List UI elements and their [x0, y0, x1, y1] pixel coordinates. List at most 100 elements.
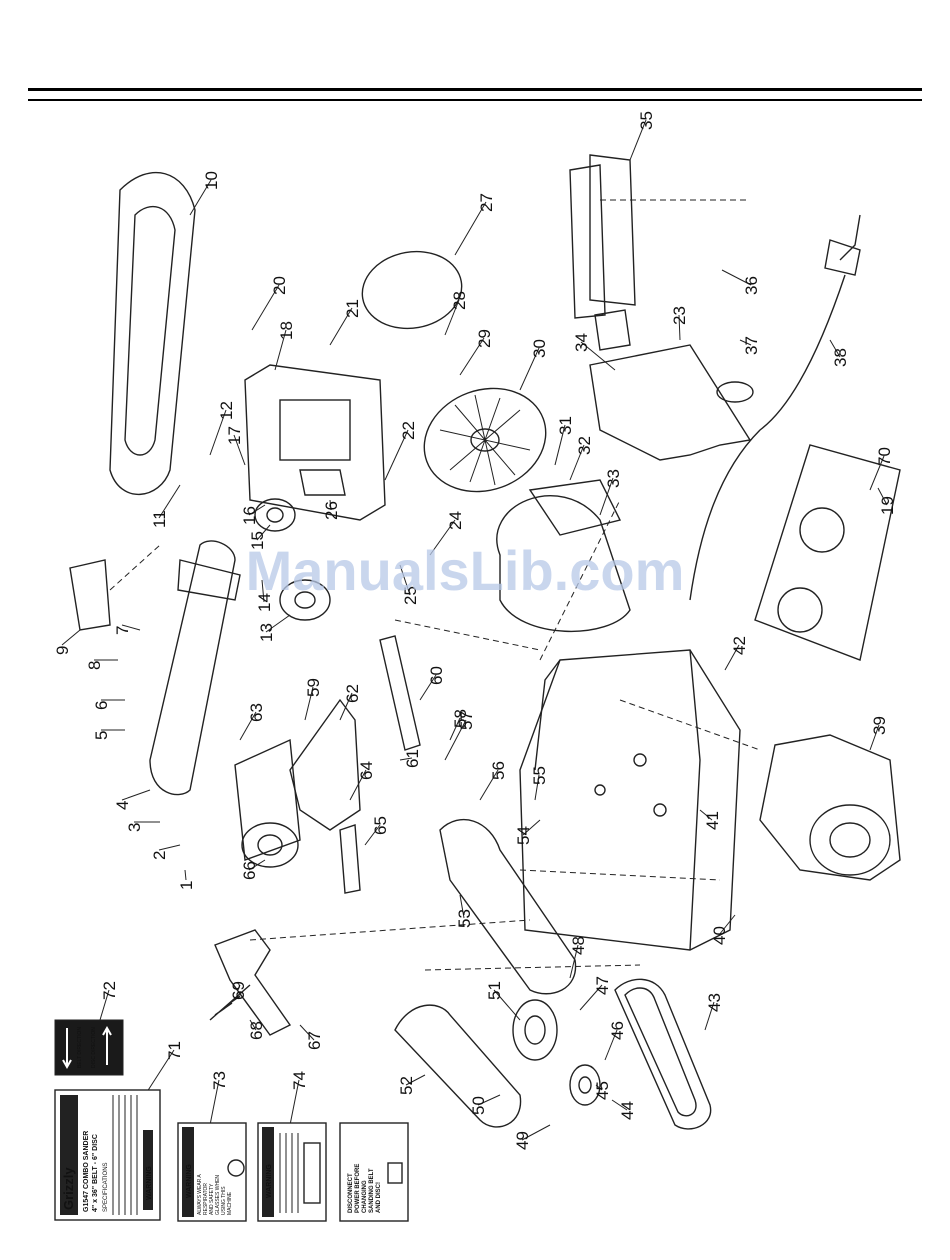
callout-74: 74	[290, 1071, 309, 1090]
part-52-drum-cover	[394, 1004, 522, 1128]
callout-leader-42	[724, 644, 740, 671]
decal-72-respirator: WARNING ALWAYS WEAR A RESPIRATOR AND SAF…	[177, 1122, 247, 1222]
callout-33: 33	[604, 469, 623, 488]
callout-leader-12	[209, 409, 227, 456]
callout-leader-74	[289, 1079, 300, 1126]
callout-leader-9	[61, 629, 81, 646]
part-39-motor	[759, 734, 901, 881]
callout-leader-43	[704, 1001, 715, 1031]
callout-leader-17	[233, 434, 246, 466]
decal-71-direction: BELT DIRECTION DISC DIRECTION	[54, 1019, 124, 1076]
decal-73-heading: WARNING	[266, 1164, 273, 1198]
callout-40: 40	[710, 926, 729, 945]
callout-59: 59	[304, 678, 323, 697]
callout-leader-48	[569, 944, 579, 979]
decal-74-line5: AND DISC!	[376, 1182, 382, 1213]
callout-leader-23	[678, 314, 681, 341]
header-rule-thin	[28, 99, 922, 101]
part-51-pulley	[512, 999, 558, 1061]
part-46-pulley	[569, 1064, 601, 1106]
callout-26: 26	[322, 501, 341, 520]
callout-62: 62	[343, 684, 362, 703]
callout-leader-4	[121, 789, 151, 801]
callout-leader-16	[248, 504, 266, 516]
callout-30: 30	[530, 339, 549, 358]
callout-19: 19	[878, 496, 897, 515]
decal-70-specs: SPECIFICATIONS	[103, 1162, 109, 1212]
part-10-sanding-belt	[109, 171, 196, 496]
decal-72-line6: MACHINE	[227, 1191, 233, 1215]
decal-72-line4: GLASSES WHEN	[215, 1175, 221, 1215]
callout-22: 22	[399, 421, 418, 440]
callout-1: 1	[177, 881, 196, 890]
callout-leader-27	[454, 201, 487, 256]
callout-leader-7	[121, 624, 141, 631]
callout-6: 6	[92, 701, 111, 710]
callout-36: 36	[742, 276, 761, 295]
decal-70-warning: WARNING	[146, 1166, 153, 1200]
decal-72-line2: RESPIRATOR	[203, 1183, 209, 1215]
callout-leader-22	[384, 429, 409, 481]
callout-leader-35	[629, 119, 647, 161]
callout-3: 3	[125, 823, 144, 832]
callout-leader-32	[569, 444, 585, 481]
callout-leader-49	[521, 1124, 551, 1141]
decal-72-line5: USING THIS	[221, 1186, 227, 1215]
callout-leader-47	[579, 984, 603, 1011]
callout-leader-40	[718, 914, 736, 936]
callout-leader-26	[329, 499, 332, 511]
part-30-disc-plate	[423, 387, 547, 493]
callout-53: 53	[455, 909, 474, 928]
callout-20: 20	[270, 276, 289, 295]
callout-leader-59	[304, 686, 314, 721]
callout-15: 15	[248, 531, 267, 550]
callout-leader-34	[580, 341, 616, 371]
callout-69: 69	[229, 981, 248, 1000]
decal-74-line1: DISCONNECT	[348, 1173, 354, 1213]
callout-32: 32	[575, 436, 594, 455]
callout-leader-30	[519, 347, 540, 391]
callout-leader-53	[459, 894, 465, 919]
callout-leader-45	[595, 1084, 603, 1091]
callout-leader-39	[869, 724, 880, 751]
plug-icon	[387, 1162, 403, 1184]
callout-34: 34	[572, 333, 591, 352]
callout-leader-24	[429, 519, 456, 556]
callout-leader-65	[364, 824, 381, 846]
assembly-lines	[109, 199, 761, 971]
callout-60: 60	[427, 666, 446, 685]
callout-16: 16	[240, 506, 259, 525]
part-65-drum	[234, 738, 301, 868]
decal-70-title1: G1547 COMBO SANDER	[83, 1131, 90, 1212]
callout-56: 56	[489, 761, 508, 780]
callout-leader-1	[184, 869, 187, 881]
callout-leader-33	[599, 477, 614, 516]
decal-72-line3: AND SAFETY	[209, 1183, 215, 1215]
callout-44: 44	[618, 1101, 637, 1120]
callout-54: 54	[514, 826, 533, 845]
callout-45: 45	[593, 1081, 612, 1100]
callout-17: 17	[225, 426, 244, 445]
callout-2: 2	[150, 851, 169, 860]
part-63-bracket	[289, 698, 361, 831]
part-9-tool-rest	[69, 559, 111, 631]
callout-leader-55	[534, 774, 540, 801]
callout-leader-19	[877, 487, 888, 506]
callout-66: 66	[240, 861, 259, 880]
callout-68: 68	[247, 1021, 266, 1040]
callout-64: 64	[357, 761, 376, 780]
callout-25: 25	[401, 586, 420, 605]
callout-38: 38	[831, 348, 850, 367]
part-4-belt-frame	[149, 540, 241, 796]
callout-21: 21	[343, 299, 362, 318]
callout-42: 42	[730, 636, 749, 655]
callout-65: 65	[371, 816, 390, 835]
callout-24: 24	[446, 511, 465, 530]
callout-leader-70	[869, 455, 885, 491]
callout-58: 58	[451, 709, 470, 728]
decal-71-disc: DISC DIRECTION	[91, 1027, 97, 1068]
decal-74-line2: POWER BEFORE	[355, 1164, 361, 1213]
callout-leader-56	[479, 769, 499, 801]
callout-leader-37	[739, 339, 752, 346]
callout-leader-46	[604, 1029, 618, 1061]
